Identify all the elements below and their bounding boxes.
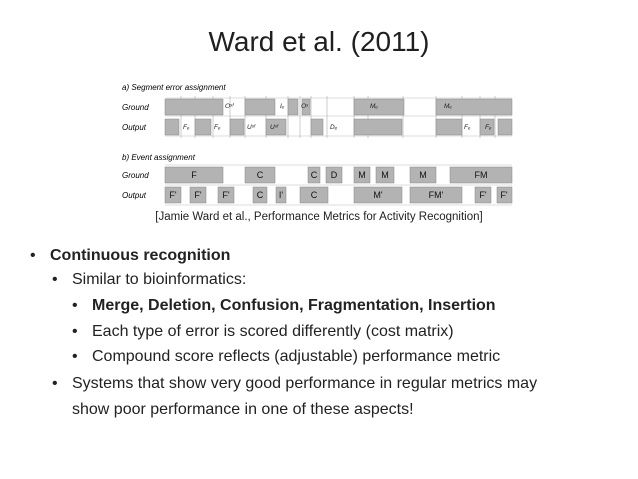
bullet-icon: • xyxy=(52,271,58,288)
bullet-icon: • xyxy=(52,375,58,392)
output-event xyxy=(164,186,182,204)
event-label: M xyxy=(358,170,366,180)
output-event xyxy=(474,186,492,204)
section-b-title: b) Event assignment xyxy=(122,153,196,162)
output-segment xyxy=(353,118,403,136)
ground-event xyxy=(325,166,343,184)
output-event xyxy=(275,186,287,204)
seg-label: Mₑ xyxy=(370,103,378,110)
event-label: F' xyxy=(169,190,176,200)
event-label: C xyxy=(311,190,318,200)
event-label: C xyxy=(257,170,264,180)
event-label: C xyxy=(311,170,318,180)
output-segment xyxy=(435,118,463,136)
row-label-ground-a: Ground xyxy=(122,103,149,112)
bullet-continuous-recognition: Continuous recognition xyxy=(50,247,231,264)
seg-label: Uˢᶠ xyxy=(270,124,279,131)
bullet-systems-line2: show poor performance in one of these as… xyxy=(72,401,414,418)
output-segment xyxy=(229,118,245,136)
bullet-icon: • xyxy=(72,348,78,365)
row-label-output-a: Output xyxy=(122,123,147,132)
output-event xyxy=(299,186,329,204)
bullet-error-types: Merge, Deletion, Confusion, Fragmentatio… xyxy=(92,297,496,314)
output-event xyxy=(252,186,268,204)
output-segment xyxy=(310,118,324,136)
seg-label: Mₑ xyxy=(444,103,452,110)
event-label: FM' xyxy=(429,190,444,200)
event-label: F xyxy=(191,170,197,180)
ground-segment xyxy=(301,98,311,116)
output-segment xyxy=(164,118,180,136)
ground-segment xyxy=(435,98,513,116)
ground-event xyxy=(449,166,513,184)
event-label: F' xyxy=(194,190,201,200)
seg-label: Oˢᶠ xyxy=(225,103,234,110)
ground-event xyxy=(409,166,437,184)
event-label: D xyxy=(331,170,338,180)
seg-label: Iₑ xyxy=(280,103,285,110)
output-segment xyxy=(497,118,513,136)
ground-event xyxy=(353,166,371,184)
output-event xyxy=(353,186,403,204)
event-label: F' xyxy=(222,190,229,200)
seg-label: Fₑ xyxy=(485,124,492,131)
seg-label: Fₑ xyxy=(464,124,471,131)
output-event xyxy=(409,186,463,204)
ground-segment xyxy=(244,98,276,116)
bullet-icon: • xyxy=(72,297,78,314)
section-a-title: a) Segment error assignment xyxy=(122,83,226,92)
seg-label: Oˢ xyxy=(301,103,309,110)
ground-event xyxy=(244,166,276,184)
row-label-ground-b: Ground xyxy=(122,171,149,180)
bullet-cost-matrix: Each type of error is scored differently… xyxy=(92,323,454,340)
ground-event xyxy=(164,166,224,184)
event-label: M xyxy=(381,170,389,180)
bullet-systems-line1: Systems that show very good performance … xyxy=(72,375,538,392)
event-label: I' xyxy=(279,190,284,200)
seg-label: Fₑ xyxy=(214,124,221,131)
output-event xyxy=(189,186,207,204)
ground-event xyxy=(375,166,395,184)
bullet-icon: • xyxy=(30,247,36,264)
event-label: C xyxy=(257,190,264,200)
seg-label: Fₑ xyxy=(183,124,190,131)
event-label: F' xyxy=(500,190,507,200)
seg-label: Uˢᶠ xyxy=(247,124,256,131)
bullet-icon: • xyxy=(72,323,78,340)
slide-title: Ward et al. (2011) xyxy=(208,26,430,57)
ground-event xyxy=(307,166,321,184)
bullet-compound-score: Compound score reflects (adjustable) per… xyxy=(92,348,501,365)
output-segment xyxy=(265,118,287,136)
event-label: FM xyxy=(475,170,488,180)
ground-segment xyxy=(287,98,299,116)
figure-caption: [Jamie Ward et al., Performance Metrics … xyxy=(155,211,483,223)
event-label: M xyxy=(419,170,427,180)
event-label: M' xyxy=(373,190,382,200)
output-segment xyxy=(194,118,212,136)
error-assignment-figure: a) Segment error assignment Ground Outpu… xyxy=(120,82,520,212)
seg-label: Dₑ xyxy=(330,124,338,131)
ground-segment xyxy=(164,98,224,116)
output-segment xyxy=(479,118,495,136)
output-event xyxy=(496,186,513,204)
bullet-bioinformatics: Similar to bioinformatics: xyxy=(72,271,247,288)
figure-svg: a) Segment error assignment Ground Outpu… xyxy=(122,83,513,206)
output-event xyxy=(217,186,235,204)
row-label-output-b: Output xyxy=(122,191,147,200)
ground-segment xyxy=(353,98,405,116)
event-label: F' xyxy=(479,190,486,200)
